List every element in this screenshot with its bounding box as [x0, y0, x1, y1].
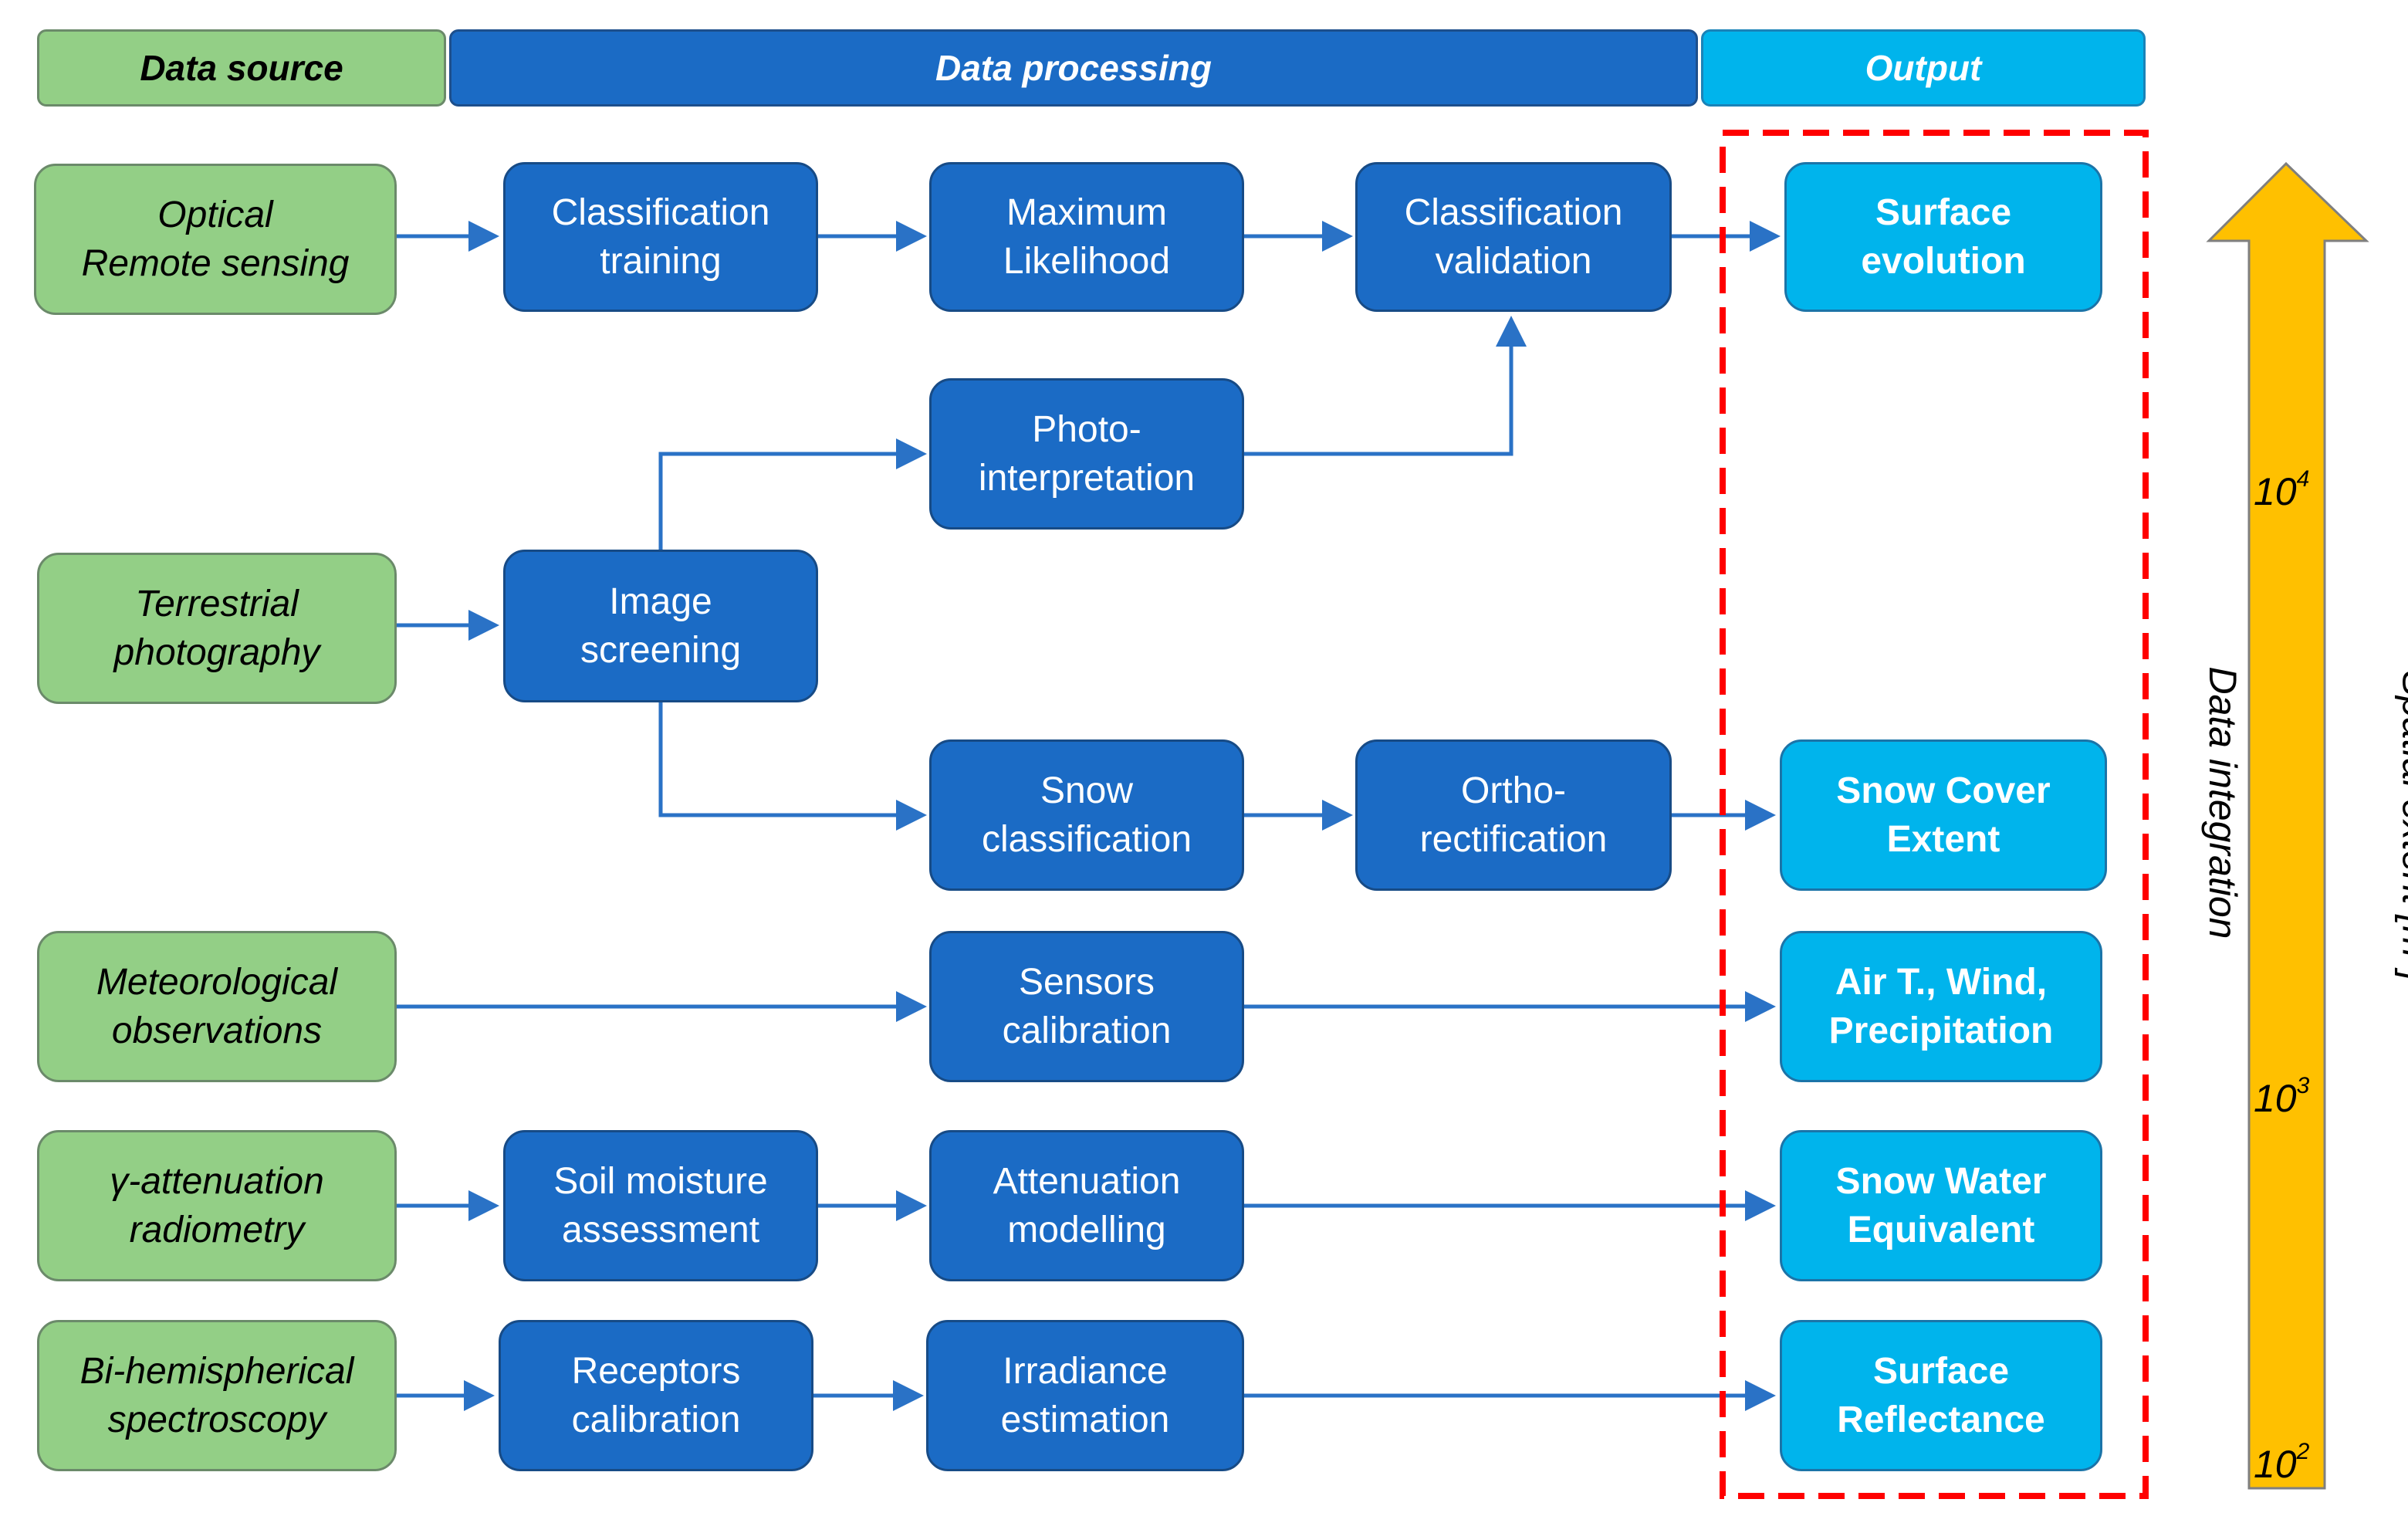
scale-tick-10-2-base: 10 [2254, 1443, 2297, 1486]
process-photo-interp-line2: interpretation [978, 458, 1196, 499]
source-gamma-attenuation-radiometry: γ-attenuation radiometry [37, 1130, 397, 1281]
process-receptors-calibration: Receptors calibration [499, 1320, 813, 1471]
process-ortho-rectification: Ortho- rectification [1355, 739, 1672, 891]
process-classification-training: Classification training [503, 162, 818, 312]
header-data-processing-label: Data processing [935, 47, 1212, 88]
source-meteorological-observations: Meteorological observations [37, 931, 397, 1082]
header-output-label: Output [1865, 47, 1982, 88]
output-snow-cover-line1: Snow Cover [1836, 770, 2051, 811]
source-meteo-line2: observations [111, 1010, 323, 1051]
process-photo-interpretation: Photo- interpretation [929, 378, 1244, 530]
process-sensors-cal-line2: calibration [1002, 1010, 1172, 1051]
process-receptors-cal-line1: Receptors [571, 1350, 741, 1392]
output-surface-evolution-line1: Surface [1875, 191, 2012, 233]
arrow-image-screening-to-photo-interp [658, 438, 927, 550]
spatial-extent-arrow [2206, 161, 2369, 1490]
output-snow-cover-line2: Extent [1886, 819, 2000, 860]
output-snow-water-equivalent: Snow Water Equivalent [1780, 1130, 2102, 1281]
header-data-processing: Data processing [449, 29, 1698, 107]
process-receptors-cal-line2: calibration [571, 1399, 741, 1440]
process-soil-moisture-assessment: Soil moisture assessment [503, 1130, 818, 1281]
scale-tick-10-2-exp: 2 [2296, 1439, 2310, 1464]
process-sensors-calibration: Sensors calibration [929, 931, 1244, 1082]
process-ortho-line1: Ortho- [1460, 770, 1567, 811]
output-reflectance-line1: Surface [1872, 1350, 2010, 1392]
output-reflectance-line2: Reflectance [1837, 1399, 2045, 1440]
output-air-t-wind-precipitation: Air T., Wind, Precipitation [1780, 931, 2102, 1082]
data-integration-label: Data integration [2201, 666, 2244, 939]
source-bi-hemispherical-spectroscopy: Bi-hemispherical spectroscopy [37, 1320, 397, 1471]
data-integration-frame [1720, 130, 2149, 1499]
source-optical-line1: Optical [157, 194, 273, 235]
source-meteo-line1: Meteorological [96, 961, 338, 1003]
process-sensors-cal-line1: Sensors [1018, 961, 1155, 1003]
process-class-validation-line1: Classification [1404, 191, 1623, 233]
output-surface-reflectance: Surface Reflectance [1780, 1320, 2102, 1471]
source-optical-line2: Remote sensing [81, 243, 350, 284]
scale-tick-10-3-base: 10 [2254, 1077, 2297, 1120]
source-terrestrial-line1: Terrestrial [135, 583, 299, 624]
header-data-source: Data source [37, 29, 446, 107]
header-output: Output [1701, 29, 2146, 107]
spatial-extent-suffix: ] [2394, 971, 2408, 982]
arrow-image-screening-to-snow-class [658, 702, 927, 831]
scale-tick-10-3: 103 [2254, 1073, 2309, 1121]
process-irradiance-estimation: Irradiance estimation [926, 1320, 1244, 1471]
process-snow-class-line2: classification [981, 819, 1192, 860]
source-gamma-line1: γ-attenuation [110, 1160, 324, 1202]
scale-tick-10-3-exp: 3 [2296, 1073, 2310, 1098]
process-snow-class-line1: Snow [1040, 770, 1134, 811]
scale-tick-10-4-base: 10 [2254, 470, 2297, 513]
process-max-likelihood-line1: Maximum [1006, 191, 1167, 233]
process-attenuation-modelling: Attenuation modelling [929, 1130, 1244, 1281]
process-classification-validation: Classification validation [1355, 162, 1672, 312]
process-soil-moisture-line2: assessment [561, 1210, 760, 1250]
process-image-screening: Image screening [503, 550, 818, 702]
output-surface-evolution: Surface evolution [1784, 162, 2102, 312]
spatial-extent-label: Spatial extent [m2] [2394, 618, 2408, 1034]
process-image-screening-line1: Image [609, 580, 712, 622]
process-snow-classification: Snow classification [929, 739, 1244, 891]
header-data-source-label: Data source [140, 47, 343, 88]
output-swe-line1: Snow Water [1835, 1160, 2047, 1202]
output-air-t-line1: Air T., Wind, [1835, 961, 2048, 1003]
output-surface-evolution-line2: evolution [1861, 241, 2026, 282]
output-snow-cover-extent: Snow Cover Extent [1780, 739, 2107, 891]
process-class-training-line1: Classification [551, 191, 770, 233]
spatial-extent-prefix: Spatial extent [m [2394, 670, 2408, 958]
process-class-training-line2: training [600, 241, 722, 282]
source-terrestrial-photography: Terrestrial photography [37, 553, 397, 704]
source-gamma-line2: radiometry [129, 1210, 305, 1250]
scale-tick-10-4-exp: 4 [2296, 466, 2310, 492]
process-image-screening-line2: screening [580, 630, 742, 671]
process-class-validation-line2: validation [1435, 241, 1592, 282]
process-max-likelihood-line2: Likelihood [1003, 241, 1171, 282]
process-irradiance-line1: Irradiance [1003, 1350, 1168, 1392]
source-terrestrial-line2: photography [113, 632, 320, 673]
process-soil-moisture-line1: Soil moisture [553, 1160, 768, 1202]
source-optical-remote-sensing: Optical Remote sensing [34, 164, 397, 315]
output-swe-line2: Equivalent [1847, 1210, 2035, 1250]
process-photo-interp-line1: Photo- [1032, 408, 1141, 450]
output-air-t-line2: Precipitation [1828, 1010, 2054, 1051]
source-bihemi-line1: Bi-hemispherical [79, 1350, 354, 1392]
process-ortho-line2: rectification [1419, 819, 1608, 860]
process-maximum-likelihood: Maximum Likelihood [929, 162, 1244, 312]
source-bihemi-line2: spectroscopy [107, 1399, 326, 1440]
scale-tick-10-2: 102 [2254, 1439, 2309, 1487]
process-irradiance-line2: estimation [1000, 1399, 1170, 1440]
process-atten-model-line1: Attenuation [993, 1160, 1181, 1202]
scale-tick-10-4: 104 [2254, 466, 2309, 514]
arrow-photo-interp-to-class-validation [1244, 316, 1527, 456]
process-atten-model-line2: modelling [1007, 1210, 1166, 1250]
